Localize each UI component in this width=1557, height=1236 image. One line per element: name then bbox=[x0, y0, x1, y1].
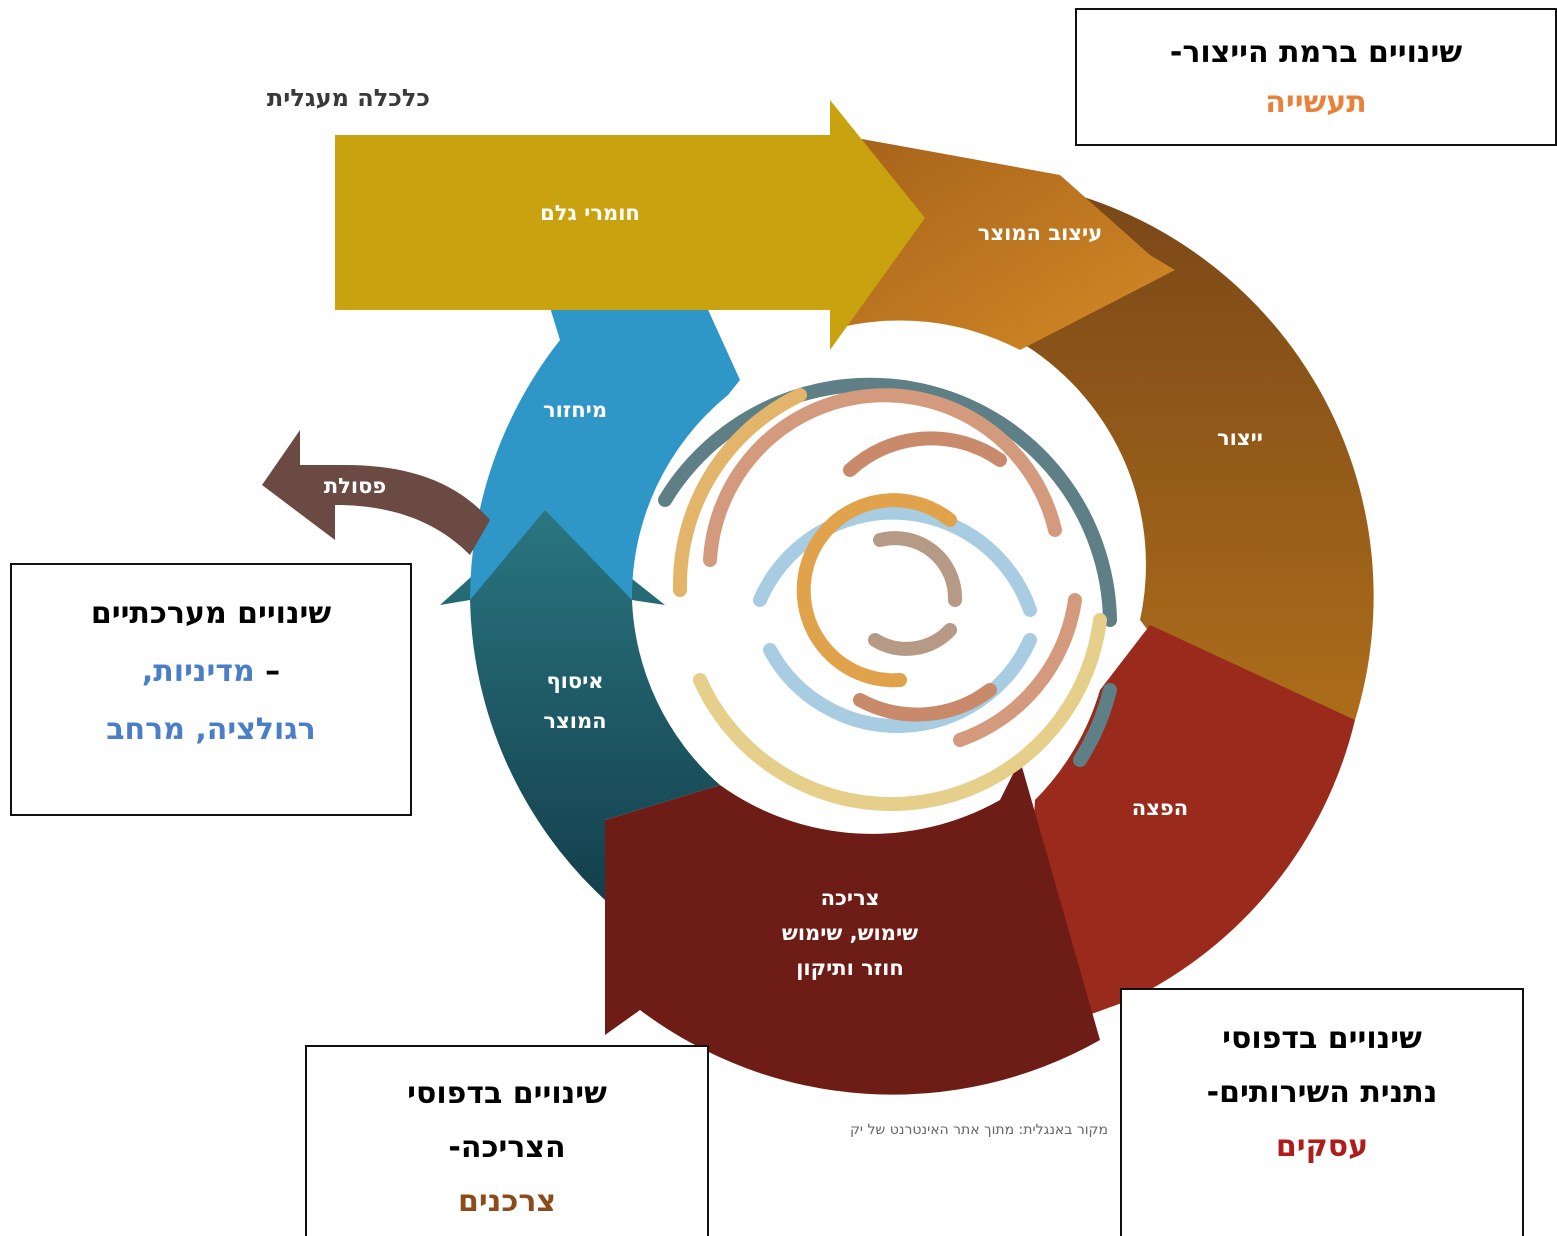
inner-arc-6 bbox=[953, 593, 1082, 747]
callout-industry-highlight: תעשייה bbox=[1265, 85, 1367, 120]
inner-arc-13 bbox=[868, 623, 957, 656]
inner-arc-5 bbox=[703, 388, 1062, 567]
diagram-title: כלכלה מעגלית bbox=[266, 84, 430, 112]
callout-systemic-highlight-2: רגולציה, מרחב bbox=[106, 712, 316, 747]
raw-materials-arrow bbox=[335, 100, 925, 350]
raw-materials-label: חומרי גלם bbox=[540, 201, 640, 225]
callout-systemic-line1: שינויים מערכתיים bbox=[90, 596, 332, 631]
inner-arc-11 bbox=[796, 493, 957, 688]
callout-business-line2: נתנית השירותים- bbox=[1206, 1075, 1438, 1110]
callout-consumers-highlight: צרכנים bbox=[458, 1184, 556, 1219]
inner-arc-12 bbox=[873, 531, 963, 607]
inner-arc-7 bbox=[753, 505, 1037, 617]
waste-label: פסולת bbox=[324, 474, 386, 498]
inner-arc-2 bbox=[1073, 683, 1117, 767]
callout-consumers: שינויים בדפוסי הצריכה- צרכנים bbox=[305, 1045, 709, 1236]
callout-consumers-line2: הצריכה- bbox=[448, 1130, 566, 1165]
callout-business: שינויים בדפוסי נתנית השירותים- עסקים bbox=[1120, 988, 1524, 1236]
callout-industry-line1: שינויים ברמת הייצור- bbox=[1169, 35, 1463, 70]
consumption-label-2: שימוש, שימוש bbox=[782, 921, 918, 945]
callout-consumers-line1: שינויים בדפוסי bbox=[407, 1076, 607, 1111]
production-segment bbox=[1025, 190, 1374, 760]
inner-arc-1 bbox=[658, 377, 1117, 627]
callout-systemic: שינויים מערכתיים – מדיניות, רגולציה, מרח… bbox=[10, 563, 412, 816]
collection-label-1: איסוף bbox=[546, 669, 603, 693]
recycling-segment bbox=[469, 262, 740, 600]
collection-segment bbox=[440, 510, 720, 900]
inner-arc-3 bbox=[672, 388, 807, 597]
collection-label-2: המוצר bbox=[543, 709, 606, 733]
callout-business-line1: שינויים בדפוסי bbox=[1222, 1021, 1422, 1056]
inner-arc-9 bbox=[843, 431, 1007, 477]
inner-arc-8 bbox=[763, 633, 1037, 734]
callout-industry: שינויים ברמת הייצור- תעשייה bbox=[1075, 8, 1557, 146]
consumption-segment bbox=[605, 760, 1100, 1095]
callout-business-highlight: עסקים bbox=[1275, 1129, 1369, 1164]
inner-cycle-arcs bbox=[658, 377, 1117, 812]
recycling-label: מיחזור bbox=[543, 398, 607, 422]
consumption-label-3: חוזר ותיקון bbox=[796, 956, 904, 980]
callout-systemic-dash: – bbox=[254, 654, 281, 689]
product-design-segment bbox=[830, 135, 1175, 350]
product-design-label: עיצוב המוצר bbox=[978, 221, 1102, 245]
source-note: מקור באנגלית: מתוך אתר האינטרנט של יק bbox=[849, 1122, 1108, 1138]
production-label: ייצור bbox=[1217, 426, 1263, 450]
callout-systemic-highlight-1: מדיניות, bbox=[141, 654, 255, 689]
inner-arc-10 bbox=[853, 683, 997, 722]
waste-arrow bbox=[262, 430, 490, 555]
distribution-label: הפצה bbox=[1132, 796, 1188, 820]
callout-systemic-line2: – מדיניות, bbox=[12, 643, 410, 701]
inner-arc-4 bbox=[693, 613, 1107, 812]
consumption-label-1: צריכה bbox=[821, 886, 880, 910]
